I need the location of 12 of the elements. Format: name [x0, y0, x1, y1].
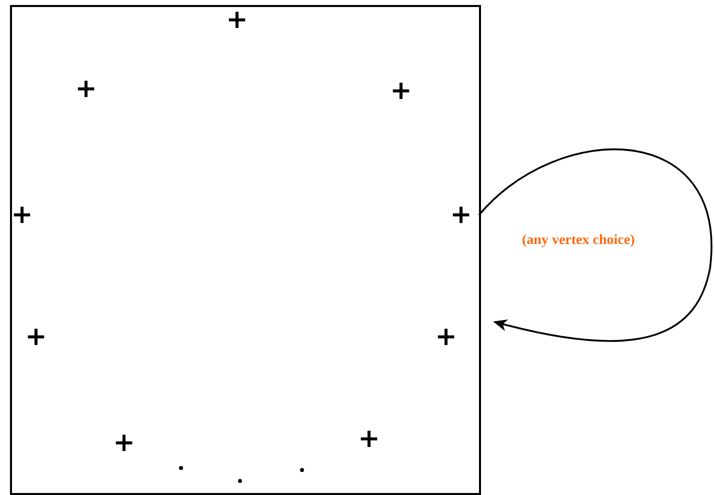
curved-arrow — [478, 148, 712, 342]
vertex-mark: + — [450, 204, 472, 226]
vertex-mark: + — [226, 9, 248, 31]
edge-label: (any vertex choice) — [522, 233, 635, 249]
vertex-mark: + — [390, 80, 412, 102]
vertex-mark: + — [435, 326, 457, 348]
vertex-mark: + — [25, 326, 47, 348]
square-frame — [10, 5, 481, 495]
vertex-mark: + — [358, 428, 380, 450]
vertex-mark: + — [113, 432, 135, 454]
vertex-mark: + — [75, 78, 97, 100]
vertex-mark: + — [11, 204, 33, 226]
